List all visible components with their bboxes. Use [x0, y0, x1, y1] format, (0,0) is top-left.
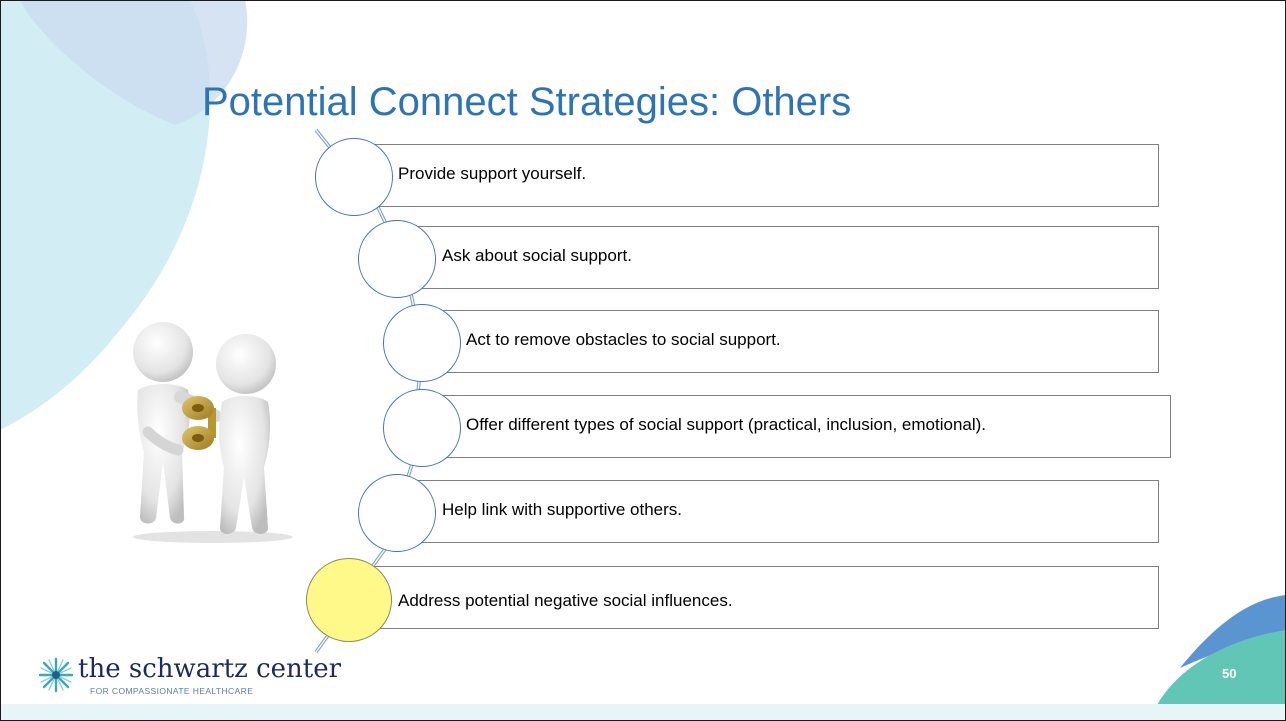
logo-star-icon: [38, 657, 74, 693]
strategy-text-5: Help link with supportive others.: [442, 500, 683, 519]
strategy-circle-4: [383, 389, 461, 467]
slide-number: 50: [1222, 666, 1237, 681]
strategy-circle-3: [383, 304, 461, 382]
strategy-circle-6-highlighted: [306, 558, 392, 642]
strategy-text-4: Offer different types of social support …: [466, 415, 987, 434]
strategy-circle-2: [358, 220, 436, 298]
strategy-box-5: [388, 480, 1159, 543]
strategy-box-3: [413, 310, 1159, 373]
bg-leaf-bottom-right-teal: [1150, 630, 1286, 721]
logo-tagline: FOR COMPASSIONATE HEALTHCARE: [90, 686, 254, 696]
people-windup-key-illustration: [133, 322, 293, 543]
strategy-circle-1: [315, 138, 393, 216]
bg-leaf-top: [20, 0, 248, 125]
strategy-box-2: [388, 226, 1159, 289]
bg-leaf-bottom-right-blue: [1180, 595, 1286, 668]
strategy-text-2: Ask about social support.: [442, 246, 632, 265]
strategy-text-3: Act to remove obstacles to social suppor…: [466, 330, 781, 349]
strategy-circle-5: [358, 474, 436, 552]
strategy-text-1: Provide support yourself.: [398, 164, 587, 183]
bg-bottom-band: [0, 704, 1286, 721]
logo-name: the schwartz center: [78, 654, 342, 684]
strategy-box-1: [344, 144, 1159, 207]
strategy-text-6: Address potential negative social influe…: [398, 591, 733, 610]
slide-title: Potential Connect Strategies: Others: [202, 80, 852, 124]
schwartz-center-logo: the schwartz center FOR COMPASSIONATE HE…: [38, 654, 368, 704]
strategy-box-6: [344, 566, 1159, 629]
